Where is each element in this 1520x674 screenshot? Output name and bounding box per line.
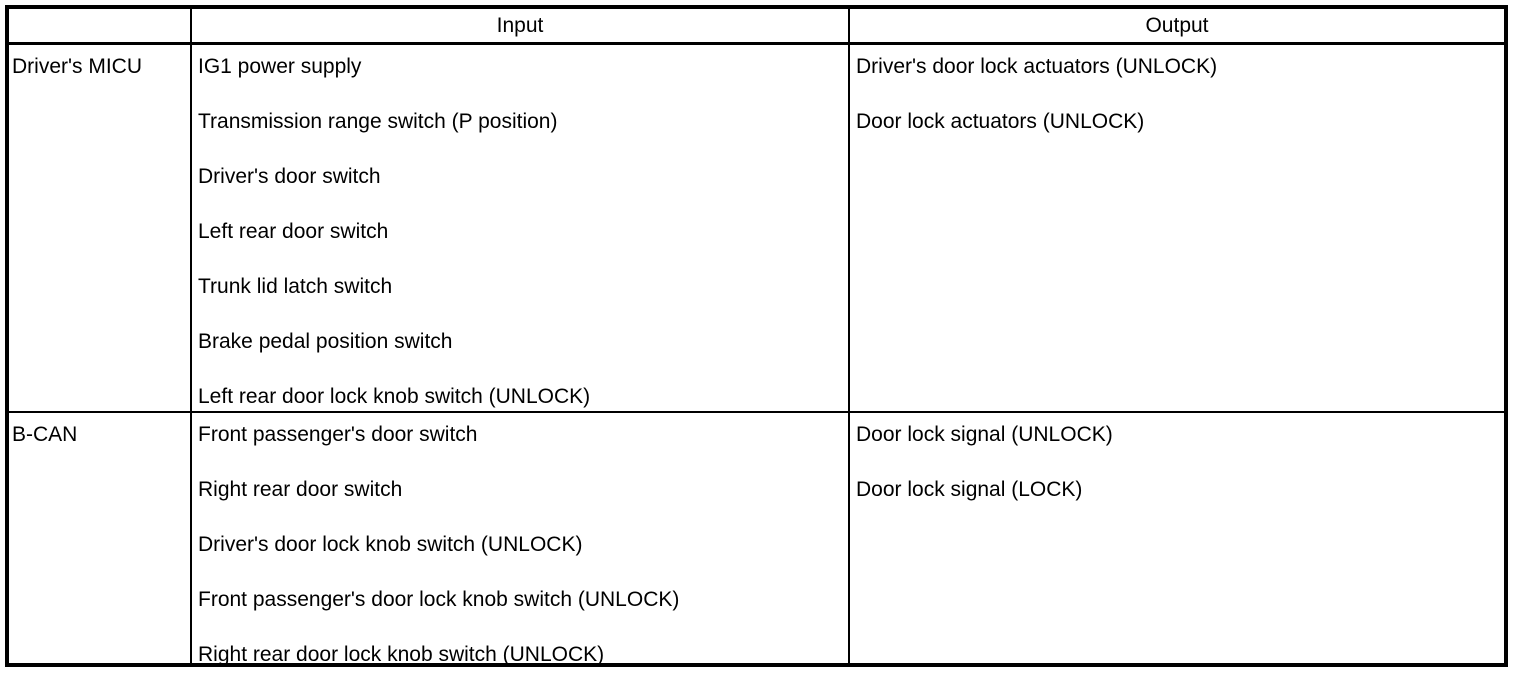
- table-cell-line: Transmission range switch (P position): [198, 110, 558, 133]
- table-cell-line: Trunk lid latch switch: [198, 275, 393, 298]
- table-cell-line: IG1 power supply: [198, 55, 362, 78]
- input-output-table: Input Output Driver's MICU IG1 power sup…: [5, 5, 1508, 667]
- table-cell-line: Front passenger's door switch: [198, 423, 478, 446]
- row-source-drivers-micu: Driver's MICU: [9, 42, 190, 411]
- header-source-cell: [9, 9, 190, 42]
- header-input-cell: Input: [190, 9, 848, 42]
- table-cell-line: Right rear door switch: [198, 478, 403, 501]
- table-cell-line: Driver's door switch: [198, 165, 381, 188]
- table-cell-line: Brake pedal position switch: [198, 330, 453, 353]
- table-cell-line: Door lock signal (UNLOCK): [856, 423, 1113, 446]
- table-cell-line: Door lock actuators (UNLOCK): [856, 110, 1145, 133]
- table-cell-line: Driver's door lock knob switch (UNLOCK): [198, 533, 583, 556]
- table-cell-line: Right rear door lock knob switch (UNLOCK…: [198, 643, 605, 663]
- table-cell-line: Driver's door lock actuators (UNLOCK): [856, 55, 1218, 78]
- table-cell-line: Left rear door switch: [198, 220, 389, 243]
- header-output-cell: Output: [848, 9, 1504, 42]
- row-outputs-drivers-micu: Driver's door lock actuators (UNLOCK) Doo…: [848, 42, 1504, 411]
- table-cell-line: Front passenger's door lock knob switch …: [198, 588, 680, 611]
- row-source-bcan: B-CAN: [9, 411, 190, 663]
- table-cell-line: Door lock signal (LOCK): [856, 478, 1083, 501]
- table-cell-line: Left rear door lock knob switch (UNLOCK): [198, 385, 591, 408]
- row-outputs-bcan: Door lock signal (UNLOCK) Door lock signa…: [848, 411, 1504, 663]
